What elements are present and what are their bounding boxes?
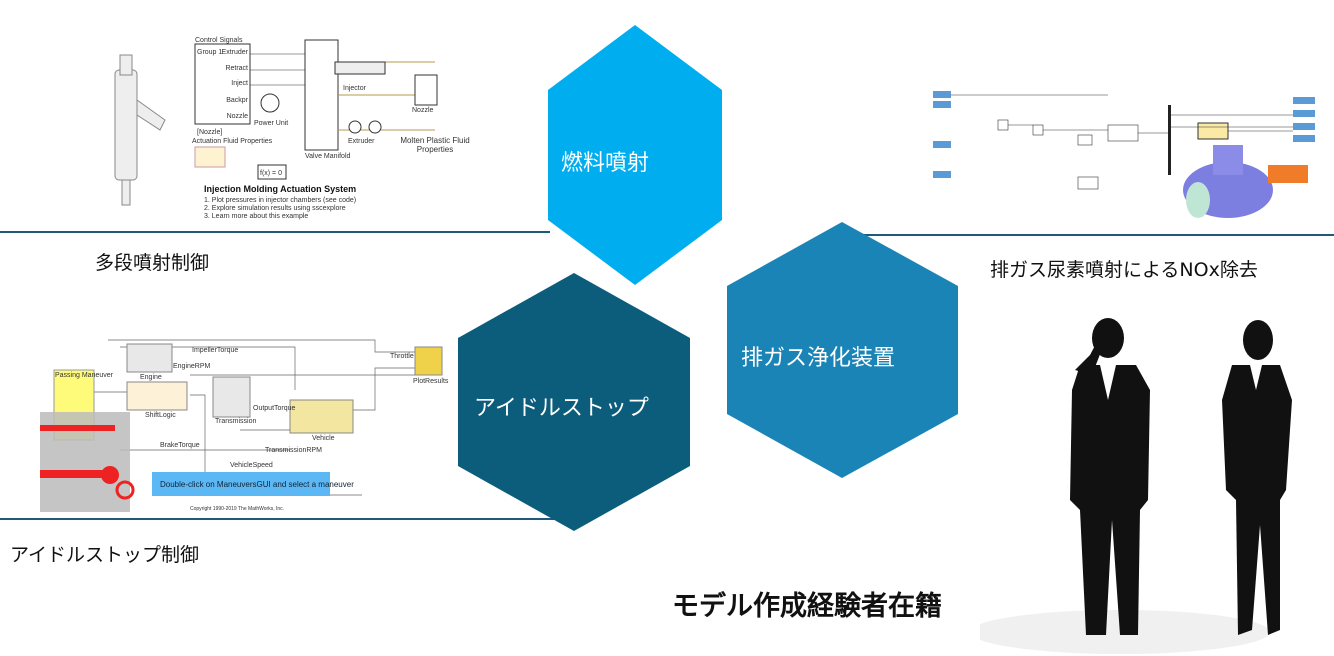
molten-plastic-label: Molten Plastic Fluid Properties (400, 136, 470, 154)
caption-idle-stop-control: アイドルストップ制御 (10, 544, 200, 566)
signal-throttle: Throttle (390, 353, 414, 360)
shift-logic-label: ShiftLogic (145, 412, 176, 419)
divider-top-right (858, 234, 1334, 236)
caption-multi-stage-injection: 多段噴射制御 (95, 252, 210, 274)
divider-bottom-left (0, 518, 565, 520)
nozzle-signal-label: Nozzle (227, 113, 249, 120)
group-label: Group 1 (197, 49, 222, 56)
tagline: モデル作成経験者在籍 (672, 591, 942, 622)
business-people-silhouette (980, 318, 1292, 654)
vehicle-label: Vehicle (312, 435, 335, 442)
actuation-fluid-label: Actuation Fluid Properties (192, 138, 273, 145)
signal-transmission-rpm: TransmissionRPM (265, 447, 322, 454)
transmission-label: Transmission (215, 418, 256, 425)
step-3: 3. Learn more about this example (204, 213, 308, 220)
step-2: 2. Explore simulation results using ssce… (204, 205, 346, 212)
hexagon-fuel-injection (548, 25, 722, 285)
copyright-text: Copyright 1990-2019 The MathWorks, Inc. (190, 506, 284, 512)
injection-title: Injection Molding Actuation System (204, 184, 356, 194)
extruder-signal-label: Extruder (222, 49, 249, 56)
inject-signal-label: Inject (231, 80, 248, 87)
catalyst-3d-image (1183, 145, 1308, 218)
hexagon-idle-stop (458, 273, 690, 531)
control-signals-label: Control Signals (195, 37, 243, 44)
valve-manifold-label: Valve Manifold (305, 153, 351, 160)
engine-label: Engine (140, 374, 162, 381)
hexagon-exhaust-purifier-label: 排ガス浄化装置 (741, 346, 896, 371)
signal-vehicle-speed: VehicleSpeed (230, 462, 273, 469)
nozzle-block-label: Nozzle (412, 107, 434, 114)
hexagon-idle-stop-label: アイドルストップ (474, 396, 649, 421)
retract-signal-label: Retract (225, 65, 248, 72)
maneuver-hint-text: Double-click on ManeuversGUI and select … (160, 480, 354, 489)
signal-impeller-torque: ImpellerTorque (192, 347, 238, 354)
backpr-signal-label: Backpr (226, 97, 248, 104)
injection-molding-diagram: Control Signals Group 1 Extruder Retract… (114, 37, 470, 220)
hexagon-fuel-injection-label: 燃料噴射 (561, 151, 650, 176)
step-1: 1. Plot pressures in injector chambers (… (204, 197, 356, 204)
power-unit-label: Power Unit (254, 120, 288, 127)
hexagon-exhaust-purifier (727, 222, 958, 478)
nozzle-tag-label: [Nozzle] (197, 129, 222, 136)
engine-3d-image (40, 412, 135, 512)
signal-brake-torque: BrakeTorque (160, 442, 200, 449)
nox-removal-diagram (933, 91, 1315, 218)
maneuver-hint-button[interactable] (152, 472, 330, 496)
vehicle-idle-stop-diagram: Passing Maneuver Engine ShiftLogic Trans… (40, 339, 449, 512)
fx-label: f(x) = 0 (260, 170, 282, 177)
plot-results-label: PlotResults (413, 378, 449, 385)
signal-output-torque: OutputTorque (253, 405, 296, 412)
divider-top-left (0, 231, 550, 233)
caption-nox-removal: 排ガス尿素噴射によるNOx除去 (990, 259, 1258, 281)
injector-label: Injector (343, 85, 367, 92)
injector-part-image (114, 54, 166, 206)
extruder-block-label: Extruder (348, 138, 375, 145)
maneuver-label: Passing Maneuver (55, 372, 114, 379)
signal-engine-rpm: EngineRPM (173, 363, 211, 370)
